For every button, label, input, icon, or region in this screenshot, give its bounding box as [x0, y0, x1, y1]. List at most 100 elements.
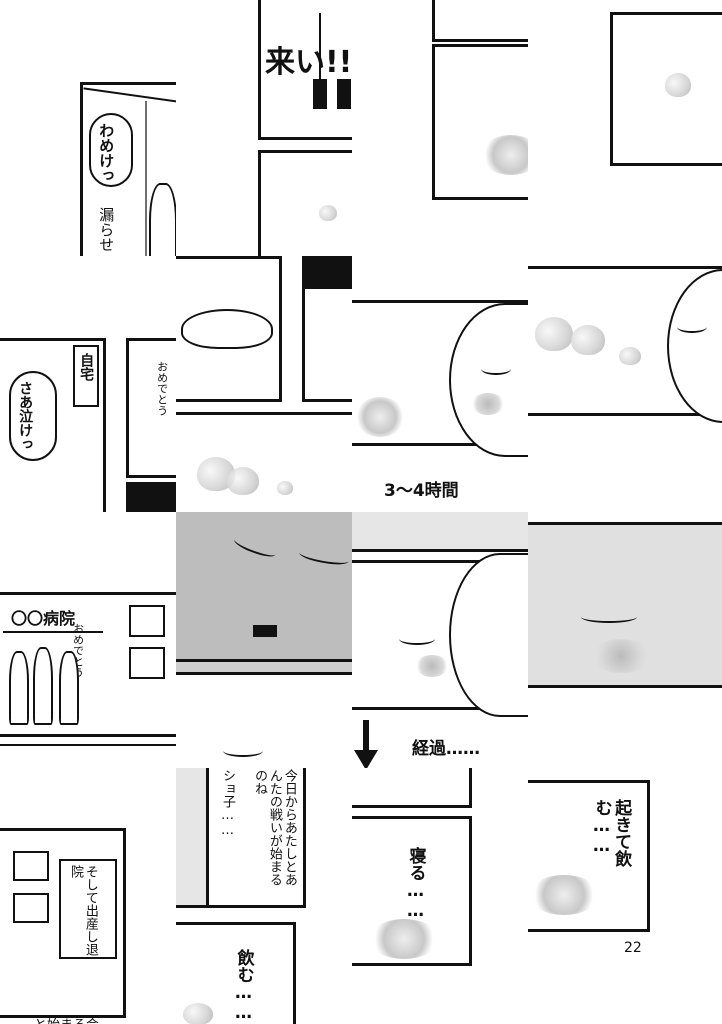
- tile-heart-window: [528, 0, 722, 256]
- panel-kyou: 今日からあたしとあんたの戦いが始まるのね ショ子……: [206, 768, 306, 908]
- heart-icon: [571, 325, 605, 355]
- omedetou-text-1: おめでとう: [155, 361, 169, 416]
- heart-icon: [183, 1003, 213, 1024]
- tile-hours: 3〜4時間: [352, 256, 528, 512]
- wameke-text: わめけっ: [97, 123, 116, 183]
- black-band: [126, 482, 176, 512]
- panel-heart: [610, 12, 722, 166]
- tile-basket: [176, 256, 352, 512]
- angry-eye: [298, 546, 350, 568]
- window-4: [13, 893, 49, 923]
- tile-okite: 起きて飲む…… 22: [528, 768, 722, 1024]
- tile-kyou: 今日からあたしとあんたの戦いが始まるのね ショ子…… 飲む……: [176, 768, 352, 1024]
- mouth: [253, 625, 277, 637]
- panel-basket: [176, 256, 282, 402]
- closed-eye: [677, 321, 707, 333]
- tile-come: 来い!!: [176, 0, 352, 256]
- hospital-sign: 〇〇病院: [11, 609, 76, 628]
- hours-caption: 3〜4時間: [384, 481, 459, 501]
- panel-top-strip: [352, 768, 472, 808]
- sparkle-icon: [481, 135, 528, 175]
- black-corner: [302, 256, 352, 286]
- window-2: [129, 647, 165, 679]
- nomu-text: 飲む……: [233, 949, 254, 1023]
- panel-sleep-1: [352, 300, 528, 457]
- cheek: [415, 655, 449, 677]
- closed-eye: [223, 745, 263, 757]
- keika-caption: 経過……: [412, 739, 480, 759]
- down-arrow-icon: [354, 720, 378, 768]
- tile-baby-face: 経過……: [352, 512, 528, 768]
- panel-wave: [302, 286, 352, 402]
- morase-text: 漏らせ: [97, 207, 116, 252]
- speech-bubble-2: [9, 371, 57, 461]
- panel-sleeping: [176, 672, 352, 768]
- heart-icon: [319, 205, 337, 221]
- figure-1: [9, 651, 29, 725]
- cheek: [471, 393, 505, 415]
- sanake-text: さあ泣けっ: [17, 381, 34, 451]
- bottom-partial-text: と始まる会: [34, 1014, 99, 1024]
- heart-icon: [277, 481, 293, 495]
- neru-text: 寝る……: [405, 847, 426, 921]
- panel-face-closeup: [528, 522, 722, 688]
- tile-curtain-scene: わめけっ 漏らせ: [0, 0, 176, 256]
- panel-top-blank: [432, 0, 528, 42]
- panel-hearts-1: [176, 412, 352, 512]
- figure-2: [33, 647, 53, 725]
- closed-eye: [399, 633, 435, 645]
- tile-home: 自宅 さあ泣けっ おめでとう: [0, 256, 176, 512]
- closed-eye: [581, 611, 637, 623]
- figure-silhouette: [149, 183, 176, 256]
- baby-face: [667, 269, 722, 423]
- panel-taiin: そして出産し退院: [0, 828, 126, 1018]
- window-3: [13, 851, 49, 881]
- jitaku-text: 自宅: [78, 353, 95, 381]
- cheek: [591, 639, 651, 673]
- panel-come: 来い!!: [258, 0, 352, 140]
- panel-nomu: 飲む……: [176, 922, 296, 1024]
- angry-eye: [232, 533, 278, 561]
- panel-curtain: わめけっ 漏らせ: [80, 82, 176, 256]
- speech-bubble: [89, 113, 133, 187]
- closed-eye: [481, 363, 511, 375]
- panel-sparkle-top: [258, 150, 352, 256]
- kyou-text: 今日からあたしとあんたの戦いが始まるのね: [251, 769, 297, 886]
- taiin-caption: そして出産し退院: [59, 859, 117, 959]
- figure-3: [59, 651, 79, 725]
- sparkle-icon: [529, 875, 599, 915]
- panel-angry: [176, 512, 352, 662]
- tile-hearts-2: [528, 256, 722, 512]
- okite-nomu-text: 起きて飲む……: [591, 799, 632, 867]
- panel-hospital: 〇〇病院 おめでとう: [0, 592, 176, 737]
- heart-icon: [227, 467, 259, 495]
- tile-sparkle-window: [352, 0, 528, 256]
- baby-face: [449, 303, 528, 457]
- panel-sparkle: [432, 44, 528, 200]
- come-text: 来い!!: [265, 45, 352, 80]
- heart-icon: [665, 73, 691, 97]
- heart-icon: [535, 317, 573, 351]
- panel-home: 自宅 さあ泣けっ: [0, 338, 106, 512]
- tile-face-closeup: [528, 512, 722, 768]
- bassinet: [181, 309, 273, 349]
- window-1: [129, 605, 165, 637]
- sparkle-icon: [355, 397, 405, 437]
- tile-angry-face: [176, 512, 352, 768]
- page-number: 22: [624, 940, 642, 956]
- panel-hearts-2: [528, 266, 722, 423]
- panel-okite: 起きて飲む……: [528, 780, 650, 932]
- shoko-text: ショ子……: [219, 769, 235, 838]
- taiin-text: そして出産し退院: [67, 865, 98, 956]
- tile-hospital: 〇〇病院 おめでとう: [0, 512, 176, 768]
- tile-neru: ： 寝る……: [352, 768, 528, 1024]
- panel-building-small: おめでとう: [126, 338, 176, 478]
- panel-baby: [352, 553, 528, 717]
- panel-neru: 寝る……: [352, 816, 472, 966]
- jitaku-caption: 自宅: [73, 345, 99, 407]
- tile-taiin: そして出産し退院 と始まる会: [0, 768, 176, 1024]
- head-outline: [449, 553, 528, 717]
- heart-icon: [619, 347, 641, 365]
- sparkle-icon: [369, 919, 439, 959]
